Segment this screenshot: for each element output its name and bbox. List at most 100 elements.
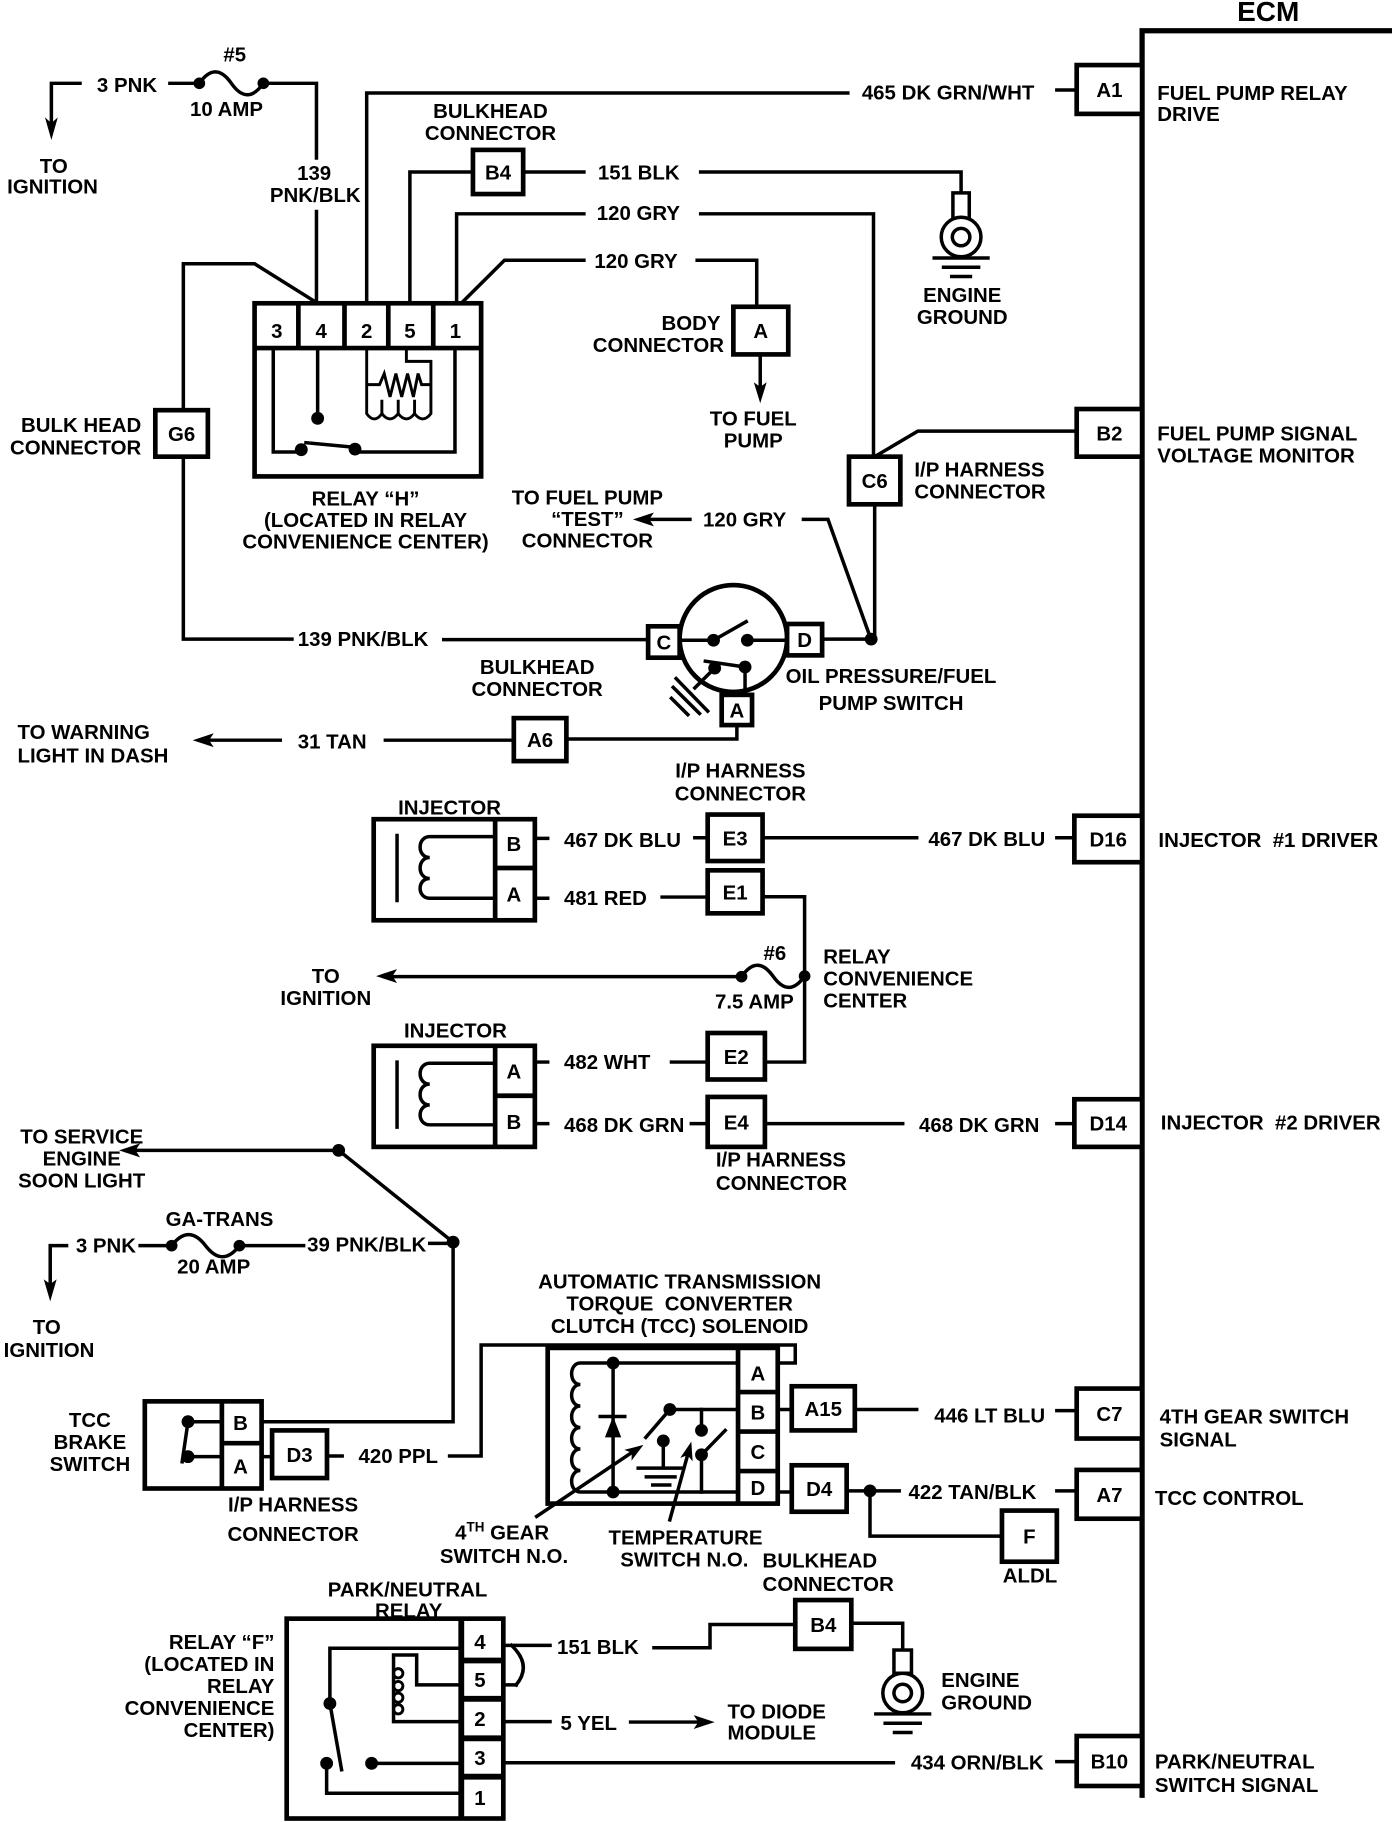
connector-box: [1072, 1096, 1145, 1150]
coil-loop: [392, 1679, 405, 1693]
wire-label-420: 420 PPL: [359, 1446, 438, 1468]
fuse-rating: 7.5 AMP: [715, 992, 794, 1014]
pin-id: D14: [1089, 1114, 1127, 1136]
destination-label: TO FUEL: [710, 408, 797, 430]
wire-label-120-gry: 120 GRY: [597, 203, 681, 225]
fuse-rating: 20 AMP: [177, 1257, 250, 1279]
junction-dot: [606, 1356, 620, 1370]
connector-label: ALDL: [1003, 1566, 1057, 1588]
injector-leads: [533, 836, 550, 900]
ground-symbol-icon: [636, 1439, 684, 1487]
wire-465-dk-grn-wht: [364, 91, 850, 306]
arrow-left-icon: [632, 512, 654, 527]
ecm: ECM A1 FUEL PUMP RELAY DRIVE B2 FUEL PUM…: [1055, 0, 1392, 1798]
contact-dot: [181, 1450, 195, 1464]
coil-winding: [365, 348, 433, 421]
relay-h-coil-icon: [365, 348, 433, 421]
wire-120-gry-2: [695, 258, 759, 309]
ecm-pin-d16: D16 INJECTOR #1 DRIVER: [1055, 813, 1379, 865]
wire-label-151: 151 BLK: [557, 1637, 639, 1659]
temperature-switch: [695, 1407, 728, 1494]
fuse-location: RELAY: [823, 946, 891, 968]
arrow-right-icon: [693, 1715, 715, 1730]
contact-dot: [695, 1424, 708, 1437]
pin-id: B10: [1091, 1752, 1128, 1774]
connector-id: D4: [806, 1479, 833, 1501]
fuse-symbol: [739, 963, 808, 990]
pointer-line: [667, 1453, 690, 1523]
switch-pin: A: [729, 701, 744, 723]
fuse-name: #5: [223, 45, 246, 67]
fuse-location: CONVENIENCE: [823, 968, 973, 990]
destination-label: TO DIODE: [728, 1702, 826, 1724]
destination-label: TO WARNING: [18, 722, 150, 744]
connector-d3: D3 I/P HARNESS CONNECTOR: [227, 1428, 359, 1546]
pin-function: DRIVE: [1157, 104, 1219, 126]
destination-label: CONNECTOR: [522, 530, 654, 552]
switch-label: TCC: [69, 1410, 111, 1432]
switch-label: PUMP SWITCH: [819, 693, 964, 715]
relay-switch-arm: [327, 1701, 344, 1772]
connector-label: CONNECTOR: [593, 335, 725, 357]
wire-420-ppl: [447, 1343, 798, 1458]
ground-label: ENGINE: [941, 1670, 1019, 1692]
connector-label: BULKHEAD: [480, 657, 595, 679]
connector-id: B4: [485, 162, 512, 184]
connector-label: CONNECTOR: [914, 482, 1046, 504]
contact-dot: [740, 633, 754, 647]
arrow-left-icon: [376, 969, 398, 984]
park-neutral-relay: PARK/NEUTRAL RELAY RELAY “F” (LOCATED IN…: [125, 1580, 506, 1821]
relay-external-wiring: [501, 1643, 552, 1687]
connector-id: D3: [286, 1445, 312, 1467]
solenoid-body: [545, 1345, 781, 1506]
pin-function: FUEL PUMP SIGNAL: [1157, 423, 1357, 445]
connector-e2: E2: [669, 1030, 768, 1082]
wire-label-3-pnk: 3 PNK: [76, 1236, 136, 1258]
fourth-gear-switch-label: 4TH GEAR: [455, 1520, 549, 1545]
wire-relay-pin5: [408, 170, 475, 306]
destination-label: TO: [312, 966, 340, 988]
connector-e3: I/P HARNESS CONNECTOR E3: [675, 760, 806, 864]
coil-loop: [392, 1691, 405, 1704]
wire-service-engine-light: [336, 1147, 456, 1245]
wire-120-gry-2: [458, 258, 586, 306]
wire-label-139: PNK/BLK: [270, 185, 361, 207]
connector-b4-bottom: BULKHEAD CONNECTOR B4: [763, 1551, 895, 1652]
junction-dot: [606, 1485, 620, 1499]
connector-box: [846, 454, 903, 507]
fuse-symbol: [169, 1232, 242, 1259]
connector-label: I/P HARNESS: [716, 1150, 846, 1172]
relay-label: RELAY “F”: [169, 1632, 275, 1654]
relay-h-pin: 2: [361, 321, 372, 343]
ecm-pin-b10: B10 PARK/NEUTRAL SWITCH SIGNAL: [1055, 1733, 1318, 1797]
ecm-pin-a7: A7 TCC CONTROL: [1055, 1467, 1304, 1522]
relay-pin: 4: [474, 1632, 486, 1654]
injector-coil-icon: [418, 1061, 497, 1127]
pointer-line: [534, 1450, 635, 1519]
switch-pin-box: [645, 623, 682, 661]
fuse-symbol: [196, 70, 266, 97]
connector-label: CONNECTOR: [716, 1173, 848, 1195]
wire-3-pnk-top: [49, 81, 82, 125]
connector-label: I/P HARNESS: [675, 760, 805, 782]
connector-box: [999, 1508, 1060, 1565]
pin-function: VOLTAGE MONITOR: [1157, 446, 1355, 468]
wire-label-422: 422 TAN/BLK: [909, 1482, 1037, 1504]
relay-pin: 3: [474, 1748, 485, 1770]
connector-label: CONNECTOR: [763, 1574, 895, 1596]
destination-label: IGNITION: [4, 1340, 95, 1362]
switch-arm: [711, 619, 749, 643]
ground-icon: [939, 215, 983, 259]
pin-function: PARK/NEUTRAL: [1155, 1752, 1315, 1774]
pin-function: SWITCH SIGNAL: [1155, 1775, 1318, 1797]
ground-label: GROUND: [941, 1692, 1032, 1714]
solenoid-pin: B: [751, 1402, 766, 1424]
pin-function: TCC CONTROL: [1155, 1488, 1304, 1510]
arrow-pointer-icon: [680, 1441, 693, 1462]
wire-label-465: 465 DK GRN/WHT: [862, 82, 1035, 104]
wire-151-blk-bottom: [652, 1622, 798, 1650]
relay-contact-wire: [324, 1761, 464, 1796]
injector-2: INJECTOR A B: [371, 1021, 550, 1150]
coil-loop: [392, 1667, 405, 1680]
wire-label-468: 468 DK GRN: [919, 1115, 1039, 1137]
